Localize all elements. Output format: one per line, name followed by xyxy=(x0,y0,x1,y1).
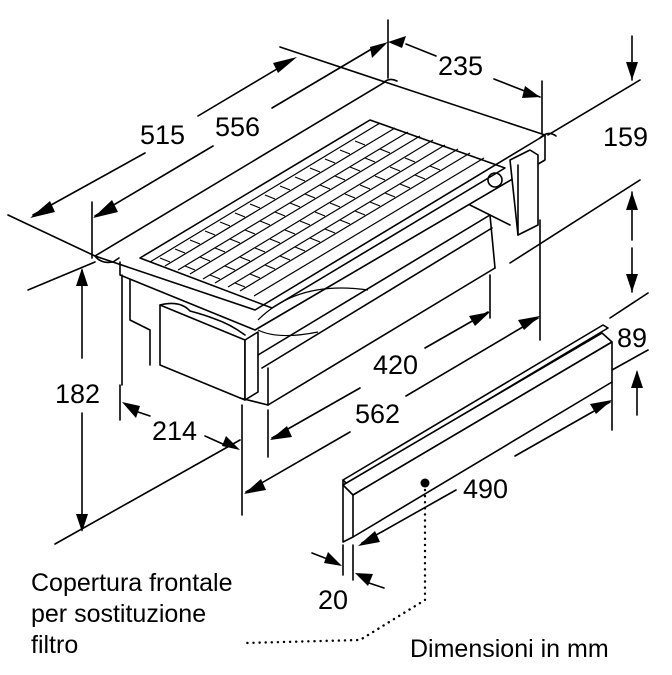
dim-182: 182 xyxy=(55,379,100,409)
callout-line-3: filtro xyxy=(31,631,79,659)
dim-235: 235 xyxy=(438,51,483,81)
dimension-lines xyxy=(7,19,649,589)
unit-note: Dimensioni in mm xyxy=(410,635,609,663)
dim-214: 214 xyxy=(152,416,197,446)
dim-556: 556 xyxy=(215,112,260,142)
dim-420: 420 xyxy=(373,350,418,380)
dim-89: 89 xyxy=(617,323,647,353)
callout-leader xyxy=(243,488,427,645)
dim-515: 515 xyxy=(140,120,185,150)
front-cover-panel xyxy=(342,324,613,543)
callout-label: Copertura frontale per sostituzione filt… xyxy=(31,568,233,661)
dim-490: 490 xyxy=(463,474,508,504)
dim-20: 20 xyxy=(318,585,348,615)
callout-line-1: Copertura frontale xyxy=(31,569,233,597)
unit-body xyxy=(121,149,539,406)
dim-159: 159 xyxy=(603,122,648,152)
grille xyxy=(139,119,506,309)
callout-line-2: per sostituzione xyxy=(31,600,207,628)
dim-562: 562 xyxy=(355,399,400,429)
